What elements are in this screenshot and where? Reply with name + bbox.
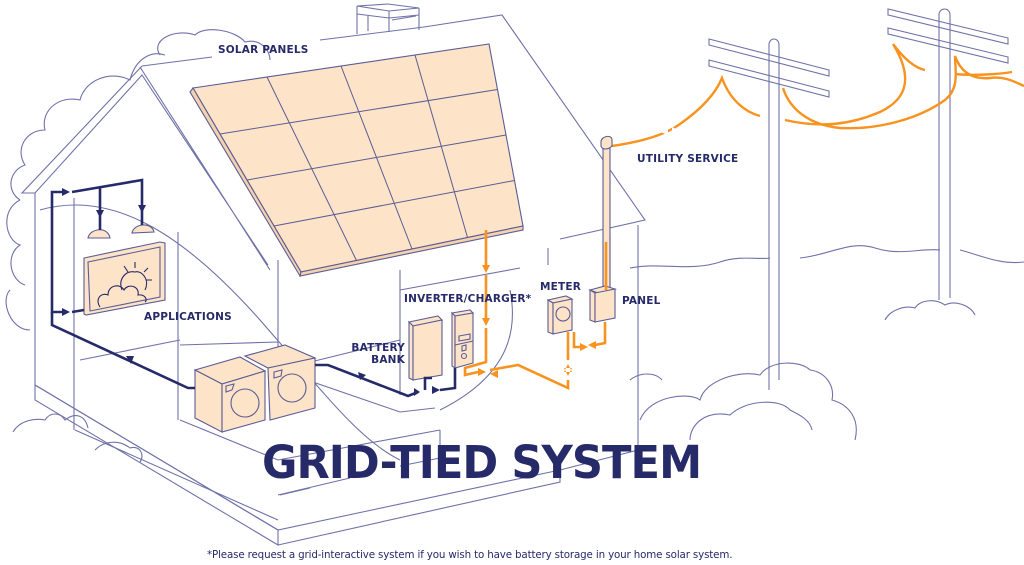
label-inverter-charger: INVERTER/CHARGER* bbox=[404, 293, 532, 305]
dryer bbox=[243, 344, 317, 421]
bush-center bbox=[639, 362, 857, 441]
washer bbox=[193, 356, 267, 433]
chimney bbox=[356, 3, 420, 34]
label-battery-bank-line1: BATTERY bbox=[351, 342, 405, 354]
solar-panel-array bbox=[189, 43, 524, 278]
tv-screen bbox=[83, 241, 166, 316]
page-title: GRID-TIED SYSTEM bbox=[262, 436, 702, 489]
panel-row-divider bbox=[246, 134, 507, 181]
footnote: *Please request a grid-interactive syste… bbox=[207, 549, 733, 561]
meter-box bbox=[546, 295, 574, 335]
horizon-line bbox=[629, 245, 1024, 269]
label-utility-service: UTILITY SERVICE bbox=[637, 153, 739, 165]
tree-outline bbox=[5, 29, 271, 331]
label-solar-panels: SOLAR PANELS bbox=[218, 44, 309, 56]
bush-right bbox=[629, 300, 976, 381]
label-battery-bank: BATTERY BANK bbox=[347, 342, 405, 366]
utility-pole-left bbox=[708, 38, 830, 390]
inverter-charger bbox=[450, 309, 475, 370]
power-lines bbox=[611, 43, 1024, 148]
panel-row-divider bbox=[273, 180, 515, 227]
label-battery-bank-line2: BANK bbox=[371, 354, 405, 366]
ceiling-light-left bbox=[87, 229, 111, 239]
panel-row-divider bbox=[219, 89, 498, 135]
load-circuit bbox=[50, 178, 457, 398]
label-applications: APPLICATIONS bbox=[144, 311, 232, 323]
electrical-panel-box bbox=[588, 285, 618, 323]
wire-arrow-break bbox=[658, 127, 680, 135]
battery-bank bbox=[407, 315, 444, 381]
ceiling-light-right bbox=[131, 224, 155, 234]
label-meter: METER bbox=[540, 281, 582, 293]
power-circuit bbox=[463, 230, 608, 391]
utility-pole-right bbox=[887, 8, 1009, 300]
bush-left bbox=[12, 413, 143, 463]
house-outline bbox=[20, 14, 646, 546]
label-panel: PANEL bbox=[622, 295, 661, 307]
